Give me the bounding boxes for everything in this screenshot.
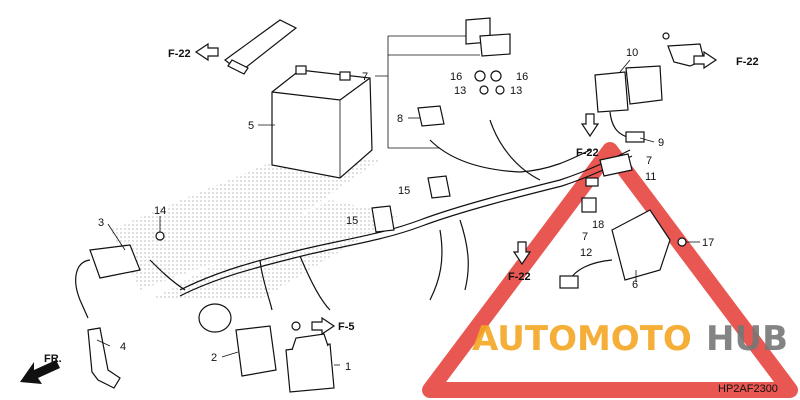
ref-f5: F-5 — [338, 321, 355, 333]
watermark-text-hub: HUB — [706, 319, 788, 359]
ref-arrows — [194, 42, 718, 336]
callout-12: 12 — [580, 247, 592, 259]
ref-f22-top-right: F-22 — [736, 56, 759, 68]
clamps-15 — [371, 175, 451, 233]
leader-lines — [96, 59, 700, 366]
callout-17: 17 — [702, 237, 714, 249]
bolts — [155, 32, 687, 331]
callout-13-left: 13 — [454, 85, 466, 97]
small-parts — [581, 153, 633, 213]
callout-2: 2 — [211, 352, 217, 364]
callout-18: 18 — [592, 219, 604, 231]
callout-14: 14 — [154, 205, 166, 217]
callout-9: 9 — [658, 137, 664, 149]
callout-15-upper: 15 — [398, 185, 410, 197]
watermark-triangle — [422, 142, 798, 398]
callout-5: 5 — [248, 120, 254, 132]
ignition-coil — [75, 244, 141, 319]
callout-10: 10 — [626, 47, 638, 59]
callout-8: 8 — [397, 113, 403, 125]
callout-16-left: 16 — [450, 71, 462, 83]
callout-3: 3 — [98, 217, 104, 229]
watermark-logo: AUTOMOTO HUB — [472, 319, 788, 359]
callout-7-lower: 7 — [582, 231, 588, 243]
callout-7-bracket: 7 — [362, 71, 368, 83]
callout-16-right: 16 — [516, 71, 528, 83]
ref-f22-bottom: F-22 — [508, 271, 531, 283]
callout-11: 11 — [645, 171, 656, 183]
front-direction-label: FR. — [44, 353, 62, 365]
cdi-unit — [235, 325, 277, 377]
watermark-text-automoto: AUTOMOTO — [472, 319, 692, 359]
callout-6: 6 — [632, 279, 638, 291]
ref-f22-top-left: F-22 — [168, 48, 191, 60]
battery — [271, 65, 373, 179]
callout-1: 1 — [345, 361, 351, 373]
battery-band — [224, 19, 298, 75]
diagram-code: HP2AF2300 — [718, 383, 778, 395]
cdi-cover — [285, 333, 335, 393]
wing-logo-background — [110, 150, 400, 300]
front-direction-arrow — [20, 360, 60, 384]
starter-relay — [594, 65, 663, 139]
spark-plug-cap — [87, 327, 121, 389]
connector-9 — [625, 131, 645, 143]
main-harness — [149, 119, 633, 311]
horn-connector — [198, 303, 232, 333]
callout-7-right: 7 — [646, 155, 652, 167]
regulator-rectifier — [559, 209, 671, 289]
callout-13-right: 13 — [510, 85, 522, 97]
ref-f22-middle: F-22 — [576, 147, 599, 159]
clamps-top — [417, 17, 511, 127]
callout-bracket-7 — [375, 35, 480, 149]
callout-15-lower: 15 — [346, 215, 358, 227]
callout-4: 4 — [120, 341, 126, 353]
